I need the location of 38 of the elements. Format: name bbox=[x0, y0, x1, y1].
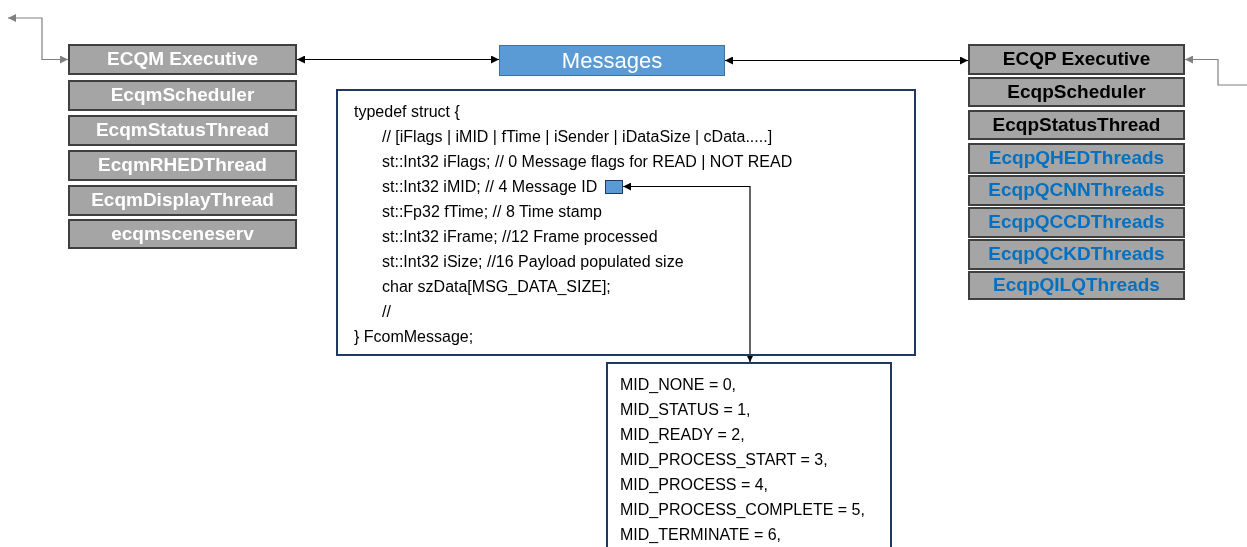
module-box: EcqpQCCDThreads bbox=[968, 207, 1185, 238]
module-box: ecqmsceneserv bbox=[68, 219, 297, 249]
code-line: MID_PROCESS_COMPLETE = 5, bbox=[620, 500, 865, 520]
code-line: st::Int32 iSize; //16 Payload populated size bbox=[382, 252, 684, 272]
module-box: EcqmDisplayThread bbox=[68, 185, 297, 216]
code-line: MID_STATUS = 1, bbox=[620, 400, 751, 420]
module-box: EcqpStatusThread bbox=[968, 110, 1185, 140]
code-line: MID_PROCESS = 4, bbox=[620, 475, 769, 495]
module-box: EcqpQCKDThreads bbox=[968, 239, 1185, 270]
code-line: MID_NONE = 0, bbox=[620, 375, 737, 395]
code-line: st::Int32 iFlags; // 0 Message flags for READ | NOT READ bbox=[382, 152, 793, 172]
connector-arrow bbox=[1184, 55, 1247, 86]
code-line: typedef struct { bbox=[354, 102, 460, 122]
module-box: EcqmRHEDThread bbox=[68, 150, 297, 181]
connector-arrow bbox=[7, 14, 69, 64]
code-line: // [iFlags | iMID | fTime | iSender | iDataSize | cData.....] bbox=[382, 127, 773, 147]
connector-arrow bbox=[724, 56, 969, 65]
code-line: char szData[MSG_DATA_SIZE]; bbox=[382, 277, 611, 297]
connector-arrow bbox=[622, 182, 754, 363]
messages-box: Messages bbox=[499, 45, 725, 76]
connector-arrow bbox=[296, 55, 500, 64]
code-line: // bbox=[382, 302, 391, 322]
module-box: ECQM Executive bbox=[68, 44, 297, 75]
module-box: EcqpQHEDThreads bbox=[968, 143, 1185, 174]
marker-square bbox=[605, 179, 624, 194]
module-box: ECQP Executive bbox=[968, 44, 1185, 75]
code-line: st::Int32 iMID; // 4 Message ID bbox=[382, 177, 598, 197]
module-box: EcqmStatusThread bbox=[68, 115, 297, 146]
code-line: MID_TERMINATE = 6, bbox=[620, 525, 782, 545]
code-line: st::Fp32 fTime; // 8 Time stamp bbox=[382, 202, 602, 222]
code-line: } FcomMessage; bbox=[354, 327, 474, 347]
module-box: EcqmScheduler bbox=[68, 80, 297, 111]
code-line: MID_READY = 2, bbox=[620, 425, 745, 445]
code-line: st::Int32 iFrame; //12 Frame processed bbox=[382, 227, 658, 247]
module-box: EcqpQCNNThreads bbox=[968, 175, 1185, 206]
module-box: EcqpScheduler bbox=[968, 77, 1185, 107]
module-box: EcqpQILQThreads bbox=[968, 271, 1185, 300]
code-line: MID_PROCESS_START = 3, bbox=[620, 450, 828, 470]
